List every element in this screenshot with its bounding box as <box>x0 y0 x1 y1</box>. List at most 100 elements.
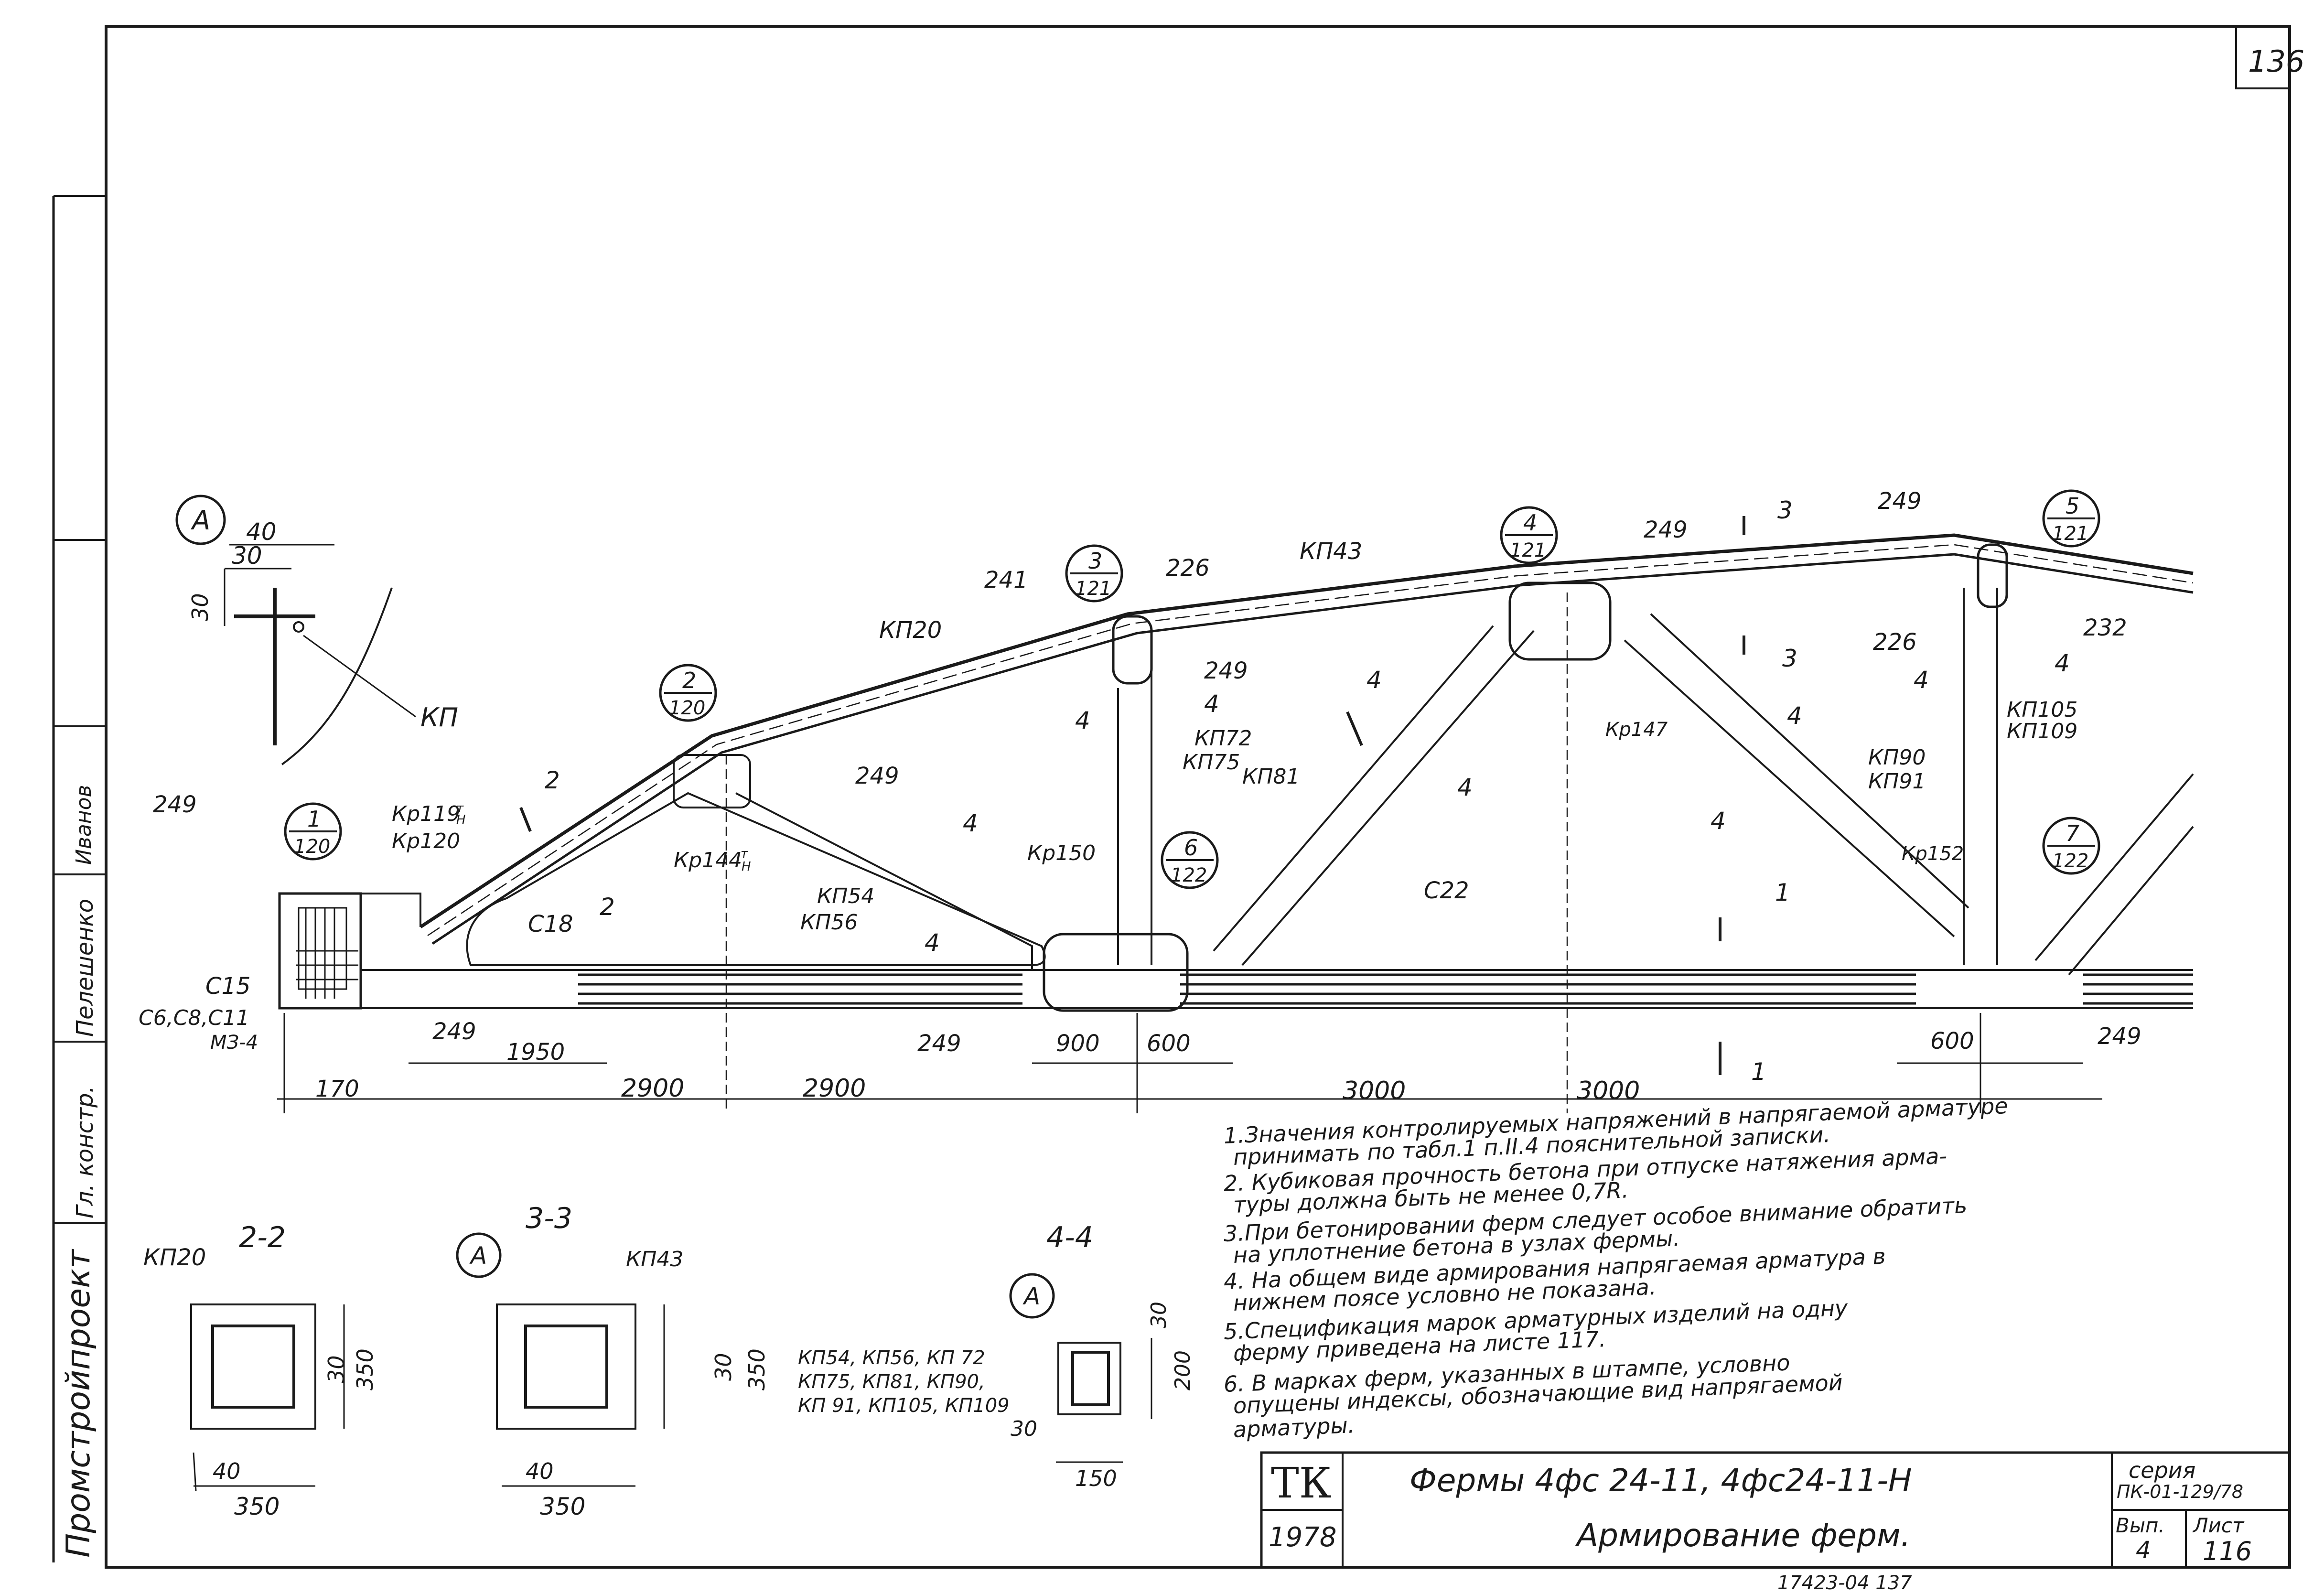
title-block-series-label: серия <box>2129 1457 2196 1483</box>
truss-label-c6: С6,С8,С11 <box>139 1006 249 1030</box>
side-role: Гл. констр. <box>72 1086 98 1218</box>
node-ref-number: 5 <box>2066 493 2079 519</box>
truss-label-kr120: Кр120 <box>392 829 460 853</box>
cut-4-label-i: 4 <box>1914 666 1929 694</box>
section-3-3 <box>456 1232 665 1487</box>
cut-4-label-h: 4 <box>925 929 940 957</box>
cut-3-label-b: 3 <box>1782 645 1797 672</box>
section-4-4-d2: 200 <box>1171 1350 1195 1390</box>
detail-a-dim-30: 30 <box>232 542 262 570</box>
node-ref-number: 2 <box>682 668 696 693</box>
note-line: арматуры. <box>1233 1412 1356 1443</box>
truss-label-kp91: КП91 <box>1868 769 1926 794</box>
title-block-sheet: 116 <box>2203 1536 2252 1566</box>
node-ref-number: 6 <box>1184 835 1198 861</box>
section-2-2 <box>190 1303 345 1491</box>
side-name: Пелешенко <box>72 898 98 1037</box>
truss-label-kr144-sub: Н <box>742 860 751 874</box>
section-4-4-label-3: КП 91, КП105, КП109 <box>798 1395 1010 1417</box>
section-2-2-d2: 350 <box>352 1348 378 1390</box>
section-4-4-label-2: КП75, КП81, КП90, <box>798 1371 985 1393</box>
truss-label-241: 241 <box>984 567 1028 593</box>
truss-label-226: 226 <box>1166 555 1210 582</box>
section-4-4 <box>1009 1273 1152 1463</box>
section-2-2-label: КП20 <box>143 1244 206 1271</box>
dim-600a: 600 <box>1147 1030 1191 1057</box>
truss-label-kp43: КП43 <box>1300 538 1362 565</box>
section-2-2-title: 2-2 <box>239 1221 286 1254</box>
section-2-2-d3: 40 <box>213 1458 241 1484</box>
section-2-2-d4: 350 <box>234 1493 280 1520</box>
section-4-4-d3: 30 <box>1011 1417 1037 1441</box>
truss-label-249-mid: 249 <box>1204 657 1248 684</box>
cut-4-label-j: 4 <box>2055 649 2070 677</box>
detail-a-kp-label: КП <box>420 702 458 732</box>
truss-elevation <box>277 516 2194 1113</box>
title-block <box>1260 1451 2291 1569</box>
truss-label-c15: С15 <box>205 973 251 1000</box>
node-ref-number: 1 <box>307 806 321 832</box>
dim-2900a: 2900 <box>621 1074 684 1103</box>
truss-label-249-left: 249 <box>855 763 899 789</box>
title-block-series: ПК-01-129/78 <box>2117 1481 2244 1502</box>
truss-label-c22: С22 <box>1424 877 1469 904</box>
node-ref-number: 4 <box>1523 510 1537 536</box>
node-ref-sheet: 120 <box>294 836 330 858</box>
cut-4-label-f: 4 <box>1711 807 1726 835</box>
section-4-4-circle: А <box>1022 1282 1040 1310</box>
truss-label-249-bottom3: 249 <box>2098 1023 2141 1050</box>
dim-900: 900 <box>1056 1030 1100 1057</box>
cut-1-label-a: 1 <box>1775 879 1790 906</box>
node-ref-sheet: 121 <box>2052 523 2088 545</box>
cut-4-label-c: 4 <box>1366 666 1382 694</box>
cut-3-label: 3 <box>1777 496 1793 524</box>
truss-label-kr119-sub: Н <box>456 813 466 827</box>
truss-label-kr119: Кр119 <box>392 802 460 826</box>
truss-label-kr144-sup: т <box>741 847 748 861</box>
truss-label-kr144: Кр144 <box>674 848 742 872</box>
cut-2-label-b: 2 <box>600 893 615 921</box>
cut-4-label-d: 4 <box>1457 774 1473 801</box>
cut-4-label-g: 4 <box>963 809 978 837</box>
detail-a-circle-label: А <box>191 505 210 536</box>
truss-label-kr119-sup: т <box>456 801 464 816</box>
section-4-4-d4: 150 <box>1075 1465 1117 1491</box>
section-3-3-d3: 40 <box>526 1458 554 1484</box>
truss-label-249-right: 249 <box>1878 488 1922 515</box>
sheet-corner-number: 136 <box>2248 44 2304 79</box>
truss-label-kr152: Кр152 <box>1902 843 1964 865</box>
section-3-3-label: КП43 <box>626 1247 683 1271</box>
node-ref-number: 7 <box>2066 820 2079 846</box>
truss-label-kp20: КП20 <box>879 617 942 644</box>
cut-2-label: 2 <box>545 766 560 794</box>
node-ref-sheet: 120 <box>669 697 705 719</box>
truss-label-m3: МЗ-4 <box>210 1032 258 1054</box>
section-3-3-title: 3-3 <box>526 1202 572 1235</box>
dim-1950: 1950 <box>506 1039 565 1066</box>
section-3-3-d1: 30 <box>710 1353 736 1381</box>
cut-4-label-e: 4 <box>1787 702 1802 730</box>
truss-label-kr150: Кр150 <box>1027 841 1096 865</box>
node-ref-number: 3 <box>1088 548 1102 574</box>
truss-label-232: 232 <box>2083 614 2127 641</box>
title-block-sheet-label: Лист <box>2193 1514 2244 1537</box>
truss-label-249-end: 249 <box>153 791 197 818</box>
section-3-3-d4: 350 <box>540 1493 585 1520</box>
truss-label-kp54: КП54 <box>817 884 874 908</box>
truss-label-c18: С18 <box>528 911 573 937</box>
detail-a-dim-30b: 30 <box>187 593 213 621</box>
section-2-2-d1: 30 <box>323 1355 349 1383</box>
dim-170: 170 <box>315 1076 359 1102</box>
sheet-border <box>105 25 2291 1569</box>
side-org: Промстройпроект <box>60 1249 97 1558</box>
detail-a <box>175 495 416 765</box>
section-3-3-circle: А <box>469 1242 487 1270</box>
cut-4-label-b: 4 <box>1204 690 1219 718</box>
title-block-issue-label: Вып. <box>2116 1514 2165 1537</box>
truss-label-kr147: Кр147 <box>1605 719 1668 741</box>
